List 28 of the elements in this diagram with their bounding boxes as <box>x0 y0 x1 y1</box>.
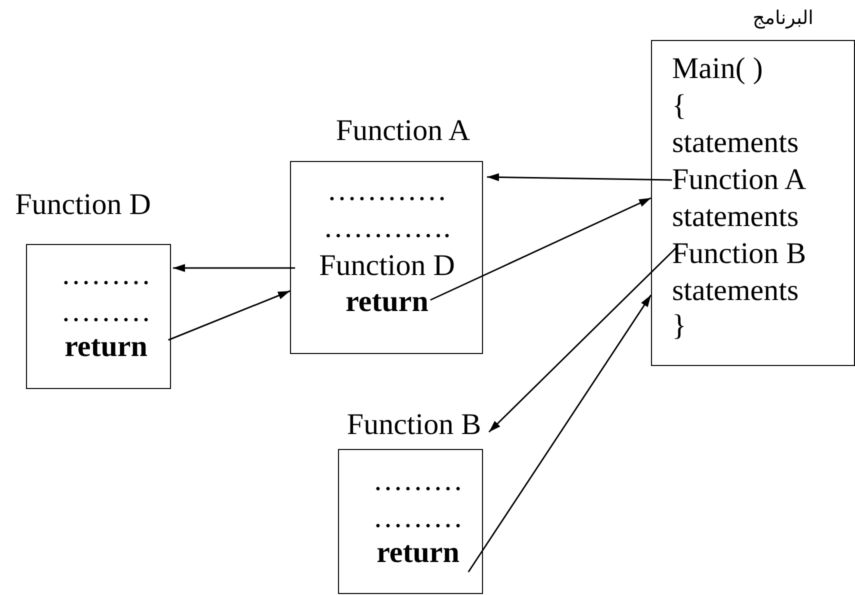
box-heading: البرنامج <box>752 6 814 30</box>
box-heading: Function D <box>15 188 151 222</box>
arrow <box>468 294 652 572</box>
arrow <box>173 264 296 272</box>
arrow <box>486 173 672 182</box>
dotted-line: ……… <box>373 501 463 535</box>
dotted-line: ……… <box>373 464 463 498</box>
code-line: Function A <box>672 163 806 197</box>
code-line: Function B <box>672 237 806 271</box>
code-line: Function D <box>319 249 455 283</box>
code-line: return <box>346 285 428 319</box>
code-line: } <box>672 309 686 343</box>
box-heading: Function A <box>336 114 470 148</box>
code-line: { <box>672 89 686 123</box>
dotted-line: ………… <box>327 174 447 208</box>
code-line: return <box>376 536 460 570</box>
arrow <box>168 290 290 341</box>
code-line: statements <box>672 200 799 234</box>
dotted-line: ……… <box>61 258 151 292</box>
code-line: statements <box>672 274 799 308</box>
box-heading: Function B <box>346 408 482 442</box>
code-line: Main( ) <box>672 52 763 86</box>
dotted-line: ……… <box>61 295 151 329</box>
code-line: statements <box>672 126 799 160</box>
code-line: return <box>64 330 148 364</box>
dotted-line: …………. <box>323 211 451 245</box>
arrow <box>488 247 677 433</box>
arrow <box>430 197 652 301</box>
